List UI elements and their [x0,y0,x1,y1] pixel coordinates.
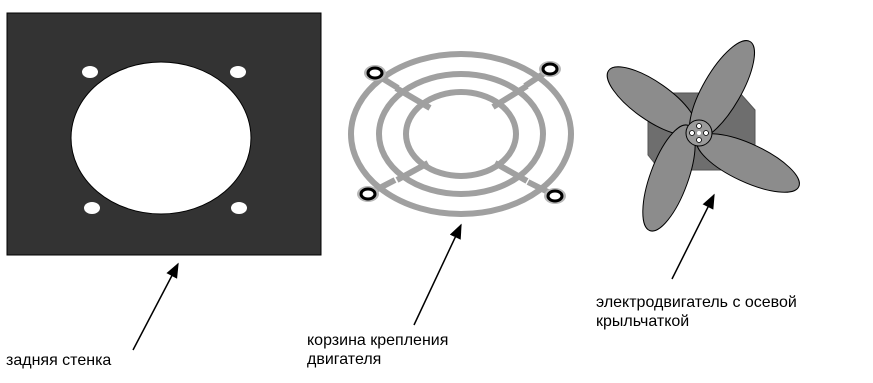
grille-spoke [395,160,430,183]
grille-eyelet [541,62,559,76]
back-wall-label: задняя стенка [6,351,111,370]
grille-eyelet [359,187,377,201]
grille-inner-ring [403,89,519,179]
basket-leader-arrow [413,223,462,326]
fan-grille-basket [348,51,574,217]
back-wall-fan-opening [70,61,252,215]
grille-spoke [493,160,529,184]
back-wall-label-text: задняя стенка [6,352,112,369]
grille-eyelet [546,189,564,203]
motor-with-impeller [606,40,800,232]
back-wall-mounting-hole [82,66,98,78]
grille-spoke [491,83,529,110]
motor-label-line2: крыльчаткой [596,313,690,330]
impeller-hub-bolt [696,123,702,129]
grille-eyelet [366,66,384,80]
impeller-hub-bolt [703,130,709,136]
back-wall-mounting-hole [84,202,100,214]
basket-label-line2: двигателя [307,351,382,368]
motor-label: электродвигатель с осевой крыльчаткой [596,293,797,331]
motor-leader-arrow [671,193,715,280]
grille-mounting-eyelets [357,61,566,204]
motor-label-line1: электродвигатель с осевой [596,294,797,311]
impeller-hub-bolt [689,130,695,136]
back-wall-part [6,12,322,256]
back-wall-leader-arrow [132,262,179,351]
grille-outer-ring [348,51,574,217]
basket-label: корзина крепления двигателя [307,331,448,369]
grille-spoke [394,85,432,111]
back-wall-mounting-hole [231,202,247,214]
impeller-hub-bolt [696,137,702,143]
grille-middle-ring [376,71,546,197]
back-wall-mounting-hole [230,66,246,78]
impeller-shaft [697,131,701,135]
basket-label-line1: корзина крепления [307,332,449,349]
